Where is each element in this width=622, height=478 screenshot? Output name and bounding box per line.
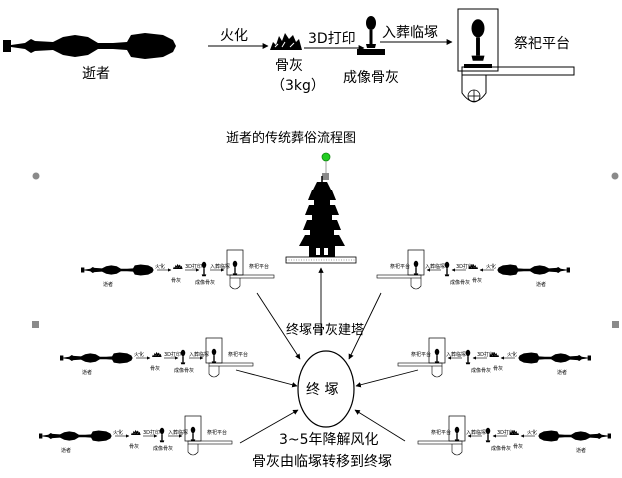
pagoda-icon xyxy=(285,176,357,264)
ash-weight-label: （3kg） xyxy=(271,78,325,94)
svg-text:入葬临塚: 入葬临塚 xyxy=(446,351,466,358)
resize-handle-top-right[interactable] xyxy=(611,172,619,180)
mini-flow-left-3: 火化 3D打印 入葬临塚 祭祀平台 逝者 骨灰 成像骨灰 xyxy=(39,416,232,455)
bone-ash-label: 骨灰 xyxy=(275,58,303,74)
svg-text:入葬临塚: 入葬临塚 xyxy=(168,429,188,436)
svg-text:火化: 火化 xyxy=(527,429,537,436)
platform-slab xyxy=(461,66,575,76)
svg-text:成像骨灰: 成像骨灰 xyxy=(450,279,470,286)
mini-flow-left-1: 火化 3D打印 入葬临塚 祭祀平台 逝者 骨灰 成像骨灰 xyxy=(81,250,274,289)
resize-handle-top-left[interactable] xyxy=(32,172,40,180)
svg-text:入葬临塚: 入葬临塚 xyxy=(466,429,486,436)
svg-text:祭祀平台: 祭祀平台 xyxy=(411,351,431,358)
rotate-handle[interactable] xyxy=(321,152,331,162)
svg-text:骨灰: 骨灰 xyxy=(171,277,181,284)
mini-flow-right-1-labels: 火化 3D打印 入葬临塚 祭祀平台 逝者 骨灰 成像骨灰 xyxy=(390,263,546,288)
svg-text:逝者: 逝者 xyxy=(103,281,113,288)
platform-label: 祭祀平台 xyxy=(514,36,570,52)
caption-degradation: 3~5年降解风化 xyxy=(279,432,379,448)
resize-handle-top[interactable] xyxy=(322,173,329,180)
svg-text:3D打印: 3D打印 xyxy=(143,429,160,436)
shrine-box xyxy=(457,8,499,72)
caption-transfer: 骨灰由临塚转移到终塚 xyxy=(252,454,392,470)
deceased-body-icon xyxy=(3,33,176,59)
tower-label: 终塚骨灰建塔 xyxy=(286,322,364,338)
final-tomb-oval xyxy=(297,350,355,428)
svg-text:祭祀平台: 祭祀平台 xyxy=(207,429,227,436)
svg-text:3D打印: 3D打印 xyxy=(497,429,514,436)
svg-text:逝者: 逝者 xyxy=(82,369,92,376)
svg-text:祭祀平台: 祭祀平台 xyxy=(390,263,410,270)
svg-text:骨灰: 骨灰 xyxy=(472,277,482,284)
svg-text:入葬临塚: 入葬临塚 xyxy=(210,263,230,270)
resize-handle-right[interactable] xyxy=(612,321,619,328)
figurine-icon xyxy=(366,16,376,48)
svg-text:成像骨灰: 成像骨灰 xyxy=(195,279,215,286)
selection-handles[interactable] xyxy=(32,152,619,328)
svg-text:骨灰: 骨灰 xyxy=(513,443,523,450)
final-tomb-label: 终 塚 xyxy=(306,382,338,398)
svg-text:火化: 火化 xyxy=(134,351,144,358)
svg-text:3D打印: 3D打印 xyxy=(164,351,181,358)
cremation-label: 火化 xyxy=(220,28,248,44)
deceased-label: 逝者 xyxy=(82,66,110,82)
svg-text:逝者: 逝者 xyxy=(557,369,567,376)
svg-text:3D打印: 3D打印 xyxy=(477,351,494,358)
svg-text:成像骨灰: 成像骨灰 xyxy=(153,445,173,452)
svg-text:祭祀平台: 祭祀平台 xyxy=(431,429,451,436)
mini-flow-left-2: 火化 3D打印 入葬临塚 祭祀平台 逝者 骨灰 成像骨灰 xyxy=(60,338,253,377)
mini-flow-right-2-labels: 火化 3D打印 入葬临塚 祭祀平台 逝者 骨灰 成像骨灰 xyxy=(411,351,567,376)
svg-text:逝者: 逝者 xyxy=(576,447,586,454)
svg-text:3D打印: 3D打印 xyxy=(185,263,202,270)
diagram-title: 逝者的传统葬俗流程图 xyxy=(226,130,356,146)
converging-arrows xyxy=(235,292,419,444)
svg-text:骨灰: 骨灰 xyxy=(129,443,139,450)
svg-text:火化: 火化 xyxy=(507,351,517,358)
print3d-label: 3D打印 xyxy=(308,30,356,47)
svg-text:骨灰: 骨灰 xyxy=(493,365,503,372)
svg-text:成像骨灰: 成像骨灰 xyxy=(471,367,491,374)
svg-text:3D打印: 3D打印 xyxy=(456,263,473,270)
burial-label: 入葬临塚 xyxy=(382,25,438,41)
shrine-figurine-icon xyxy=(471,19,485,61)
resize-handle-left[interactable] xyxy=(32,321,39,328)
svg-text:火化: 火化 xyxy=(486,263,496,270)
svg-text:火化: 火化 xyxy=(113,429,123,436)
image-ash-label: 成像骨灰 xyxy=(343,70,399,86)
svg-text:入葬临塚: 入葬临塚 xyxy=(425,263,445,270)
shrine-base xyxy=(464,64,492,68)
svg-text:入葬临塚: 入葬临塚 xyxy=(189,351,209,358)
svg-text:火化: 火化 xyxy=(155,263,165,270)
top-flow: 逝者 火化 骨灰 （3kg） 3D打印 成像骨灰 入葬临塚 祭祀平台 xyxy=(3,8,575,103)
figurine-base xyxy=(357,49,385,55)
svg-text:成像骨灰: 成像骨灰 xyxy=(491,445,511,452)
svg-text:逝者: 逝者 xyxy=(536,281,546,288)
svg-text:骨灰: 骨灰 xyxy=(150,365,160,372)
svg-text:祭祀平台: 祭祀平台 xyxy=(228,351,248,358)
ash-pile-icon xyxy=(269,32,303,51)
svg-text:逝者: 逝者 xyxy=(61,447,71,454)
svg-text:祭祀平台: 祭祀平台 xyxy=(249,263,269,270)
mini-flow-right-3-labels: 火化 3D打印 入葬临塚 祭祀平台 逝者 骨灰 成像骨灰 xyxy=(431,429,586,454)
svg-text:成像骨灰: 成像骨灰 xyxy=(174,367,194,374)
